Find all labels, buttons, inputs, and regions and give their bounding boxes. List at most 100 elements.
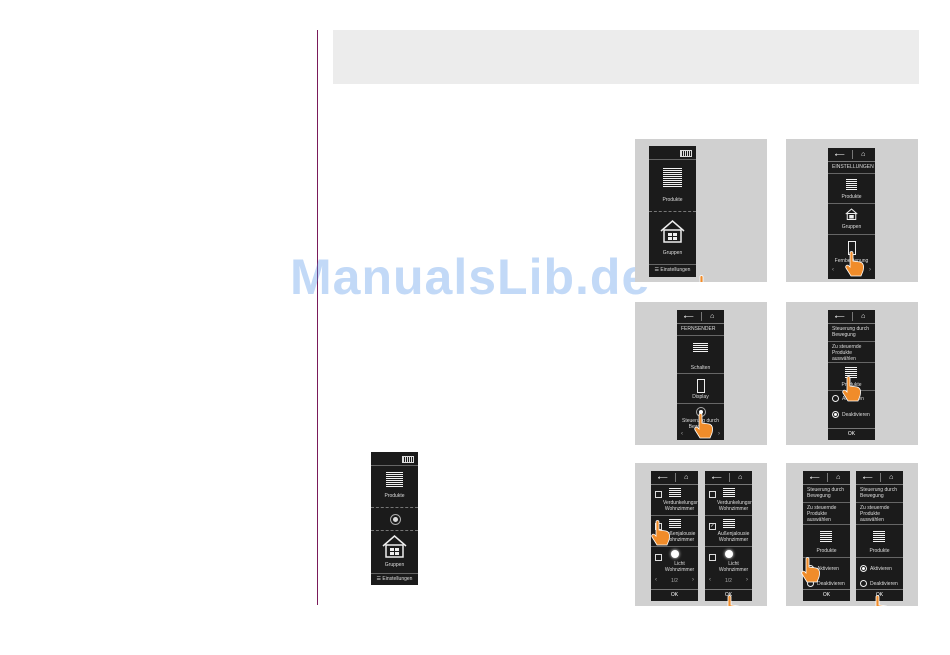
produkte-item[interactable]: Produkte [816, 548, 837, 554]
header-bar [333, 30, 919, 84]
pointing-hand-icon [801, 557, 820, 583]
home-icon: ⌂ [889, 474, 894, 481]
prev-page-button[interactable]: ‹ [655, 577, 657, 583]
remote-standalone: Produkte Gruppen ☰ Einstellungen [371, 452, 418, 585]
step-panel-5: ⟵ ⌂ Verdunkelungsrolladen Wohnzimmer Auße… [635, 463, 767, 606]
display-item[interactable]: Display [692, 394, 709, 400]
deaktivieren-radio[interactable] [860, 580, 867, 587]
remote-aktivieren-b: ⟵⌂ Steuerung durch Bewegung Zu steuernde… [856, 471, 903, 601]
home-button[interactable]: ⌂ [701, 312, 725, 321]
watermark: ManualsLib.de [290, 249, 651, 305]
aktivieren-radio[interactable] [832, 395, 839, 402]
pointing-hand-icon [845, 251, 864, 277]
blind-icon [845, 367, 857, 379]
produkte-item[interactable]: Produkte [869, 548, 890, 554]
einstellungen-button[interactable]: ☰ Einstellungen [654, 267, 691, 273]
motion-icon [390, 514, 401, 525]
schalten-item[interactable]: Schalten [690, 365, 711, 371]
home-button[interactable]: ⌂ [852, 150, 876, 159]
produkte-item[interactable]: Produkte [841, 194, 862, 200]
home-button[interactable]: ⌂ [827, 473, 851, 482]
checkbox-item-1[interactable] [655, 491, 662, 498]
checkbox-item-1[interactable] [709, 491, 716, 498]
step-panel-6: ⟵⌂ Steuerung durch Bewegung Zu steuernde… [786, 463, 918, 606]
remote-home: Produkte Gruppen ☰ Einstellungen [649, 146, 696, 277]
item-label-3: Licht Wohnzimmer [664, 561, 695, 573]
produkte-item[interactable]: Produkte [841, 382, 862, 388]
blind-icon [723, 519, 735, 529]
display-icon [697, 379, 705, 393]
page-indicator: 1/2 [671, 578, 678, 584]
roller-shutter-icon [669, 488, 681, 498]
screen-title: FERNSENDER [681, 326, 716, 332]
ok-button[interactable]: OK [803, 589, 850, 601]
item-label-1: Verdunkelungsrolladen Wohnzimmer [663, 500, 698, 512]
aktivieren-label: Aktivieren [870, 566, 892, 572]
pointing-hand-icon [727, 595, 740, 606]
house-icon [660, 220, 685, 243]
back-button[interactable]: ⟵ [828, 150, 853, 159]
back-button[interactable]: ⟵ [803, 473, 828, 482]
aktivieren-radio[interactable] [860, 565, 867, 572]
light-icon [725, 550, 733, 558]
produkte-label: Produkte [384, 493, 405, 499]
ok-button[interactable]: OK [856, 589, 903, 601]
item-label-2: Außenjalousie Wohnzimmer [717, 531, 750, 543]
screen-title: EINSTELLUNGEN [832, 164, 874, 170]
item-label-2: Außenjalousie Wohnzimmer [663, 531, 696, 543]
home-icon: ⌂ [836, 474, 841, 481]
gruppen-item[interactable]: Gruppen [841, 224, 862, 230]
deaktivieren-label: Deaktivieren [870, 581, 898, 587]
arrow-back-icon: ⟵ [809, 474, 820, 482]
ok-button[interactable]: OK [828, 428, 875, 440]
next-page-button[interactable]: › [869, 267, 871, 273]
house-icon [382, 535, 407, 558]
ok-button[interactable]: OK [705, 589, 752, 601]
pointing-hand-icon [694, 413, 713, 439]
home-button[interactable]: ⌂ [852, 312, 876, 321]
back-button[interactable]: ⟵ [828, 312, 853, 321]
prev-page-button[interactable]: ‹ [681, 431, 683, 437]
remote-bewegung: ⟵⌂ Steuerung durch Bewegung Zu steuernde… [828, 310, 875, 440]
home-button[interactable]: ⌂ [729, 473, 753, 482]
home-button[interactable]: ⌂ [675, 473, 699, 482]
home-button[interactable]: ⌂ [880, 473, 904, 482]
einstellungen-button[interactable]: ☰ Einstellungen [376, 576, 413, 582]
blind-icon [820, 531, 832, 543]
screen-title: Steuerung durch Bewegung [860, 487, 897, 499]
light-icon [671, 550, 679, 558]
home-icon: ⌂ [710, 313, 715, 320]
back-button[interactable]: ⟵ [651, 473, 676, 482]
blind-icon [669, 519, 681, 529]
item-label-3: Licht Wohnzimmer [718, 561, 749, 573]
next-page-button[interactable]: › [692, 577, 694, 583]
step-panel-1: Produkte Gruppen ☰ Einstellungen [635, 139, 767, 282]
back-button[interactable]: ⟵ [677, 312, 702, 321]
home-icon: ⌂ [861, 313, 866, 320]
pointing-hand-icon [875, 595, 888, 606]
deaktivieren-radio[interactable] [832, 411, 839, 418]
back-button[interactable]: ⟵ [705, 473, 730, 482]
house-icon [845, 208, 858, 220]
arrow-back-icon: ⟵ [862, 474, 873, 482]
battery-icon [680, 150, 692, 157]
blind-icon [663, 168, 682, 187]
checkbox-item-3[interactable] [655, 554, 662, 561]
battery-icon [402, 456, 414, 463]
back-button[interactable]: ⟵ [856, 473, 881, 482]
checkbox-item-2[interactable]: ✓ [709, 523, 716, 530]
next-page-button[interactable]: › [746, 577, 748, 583]
prev-page-button[interactable]: ‹ [832, 267, 834, 273]
roller-shutter-icon [723, 488, 735, 498]
ok-button[interactable]: OK [651, 589, 698, 601]
arrow-back-icon: ⟵ [711, 474, 722, 482]
home-icon: ⌂ [738, 474, 743, 481]
home-icon: ⌂ [684, 474, 689, 481]
screen-title: Steuerung durch Bewegung [832, 326, 869, 338]
blind-icon [873, 531, 885, 543]
next-page-button[interactable]: › [718, 431, 720, 437]
blind-icon [846, 179, 857, 190]
prev-page-button[interactable]: ‹ [709, 577, 711, 583]
arrow-back-icon: ⟵ [834, 151, 845, 159]
checkbox-item-3[interactable] [709, 554, 716, 561]
